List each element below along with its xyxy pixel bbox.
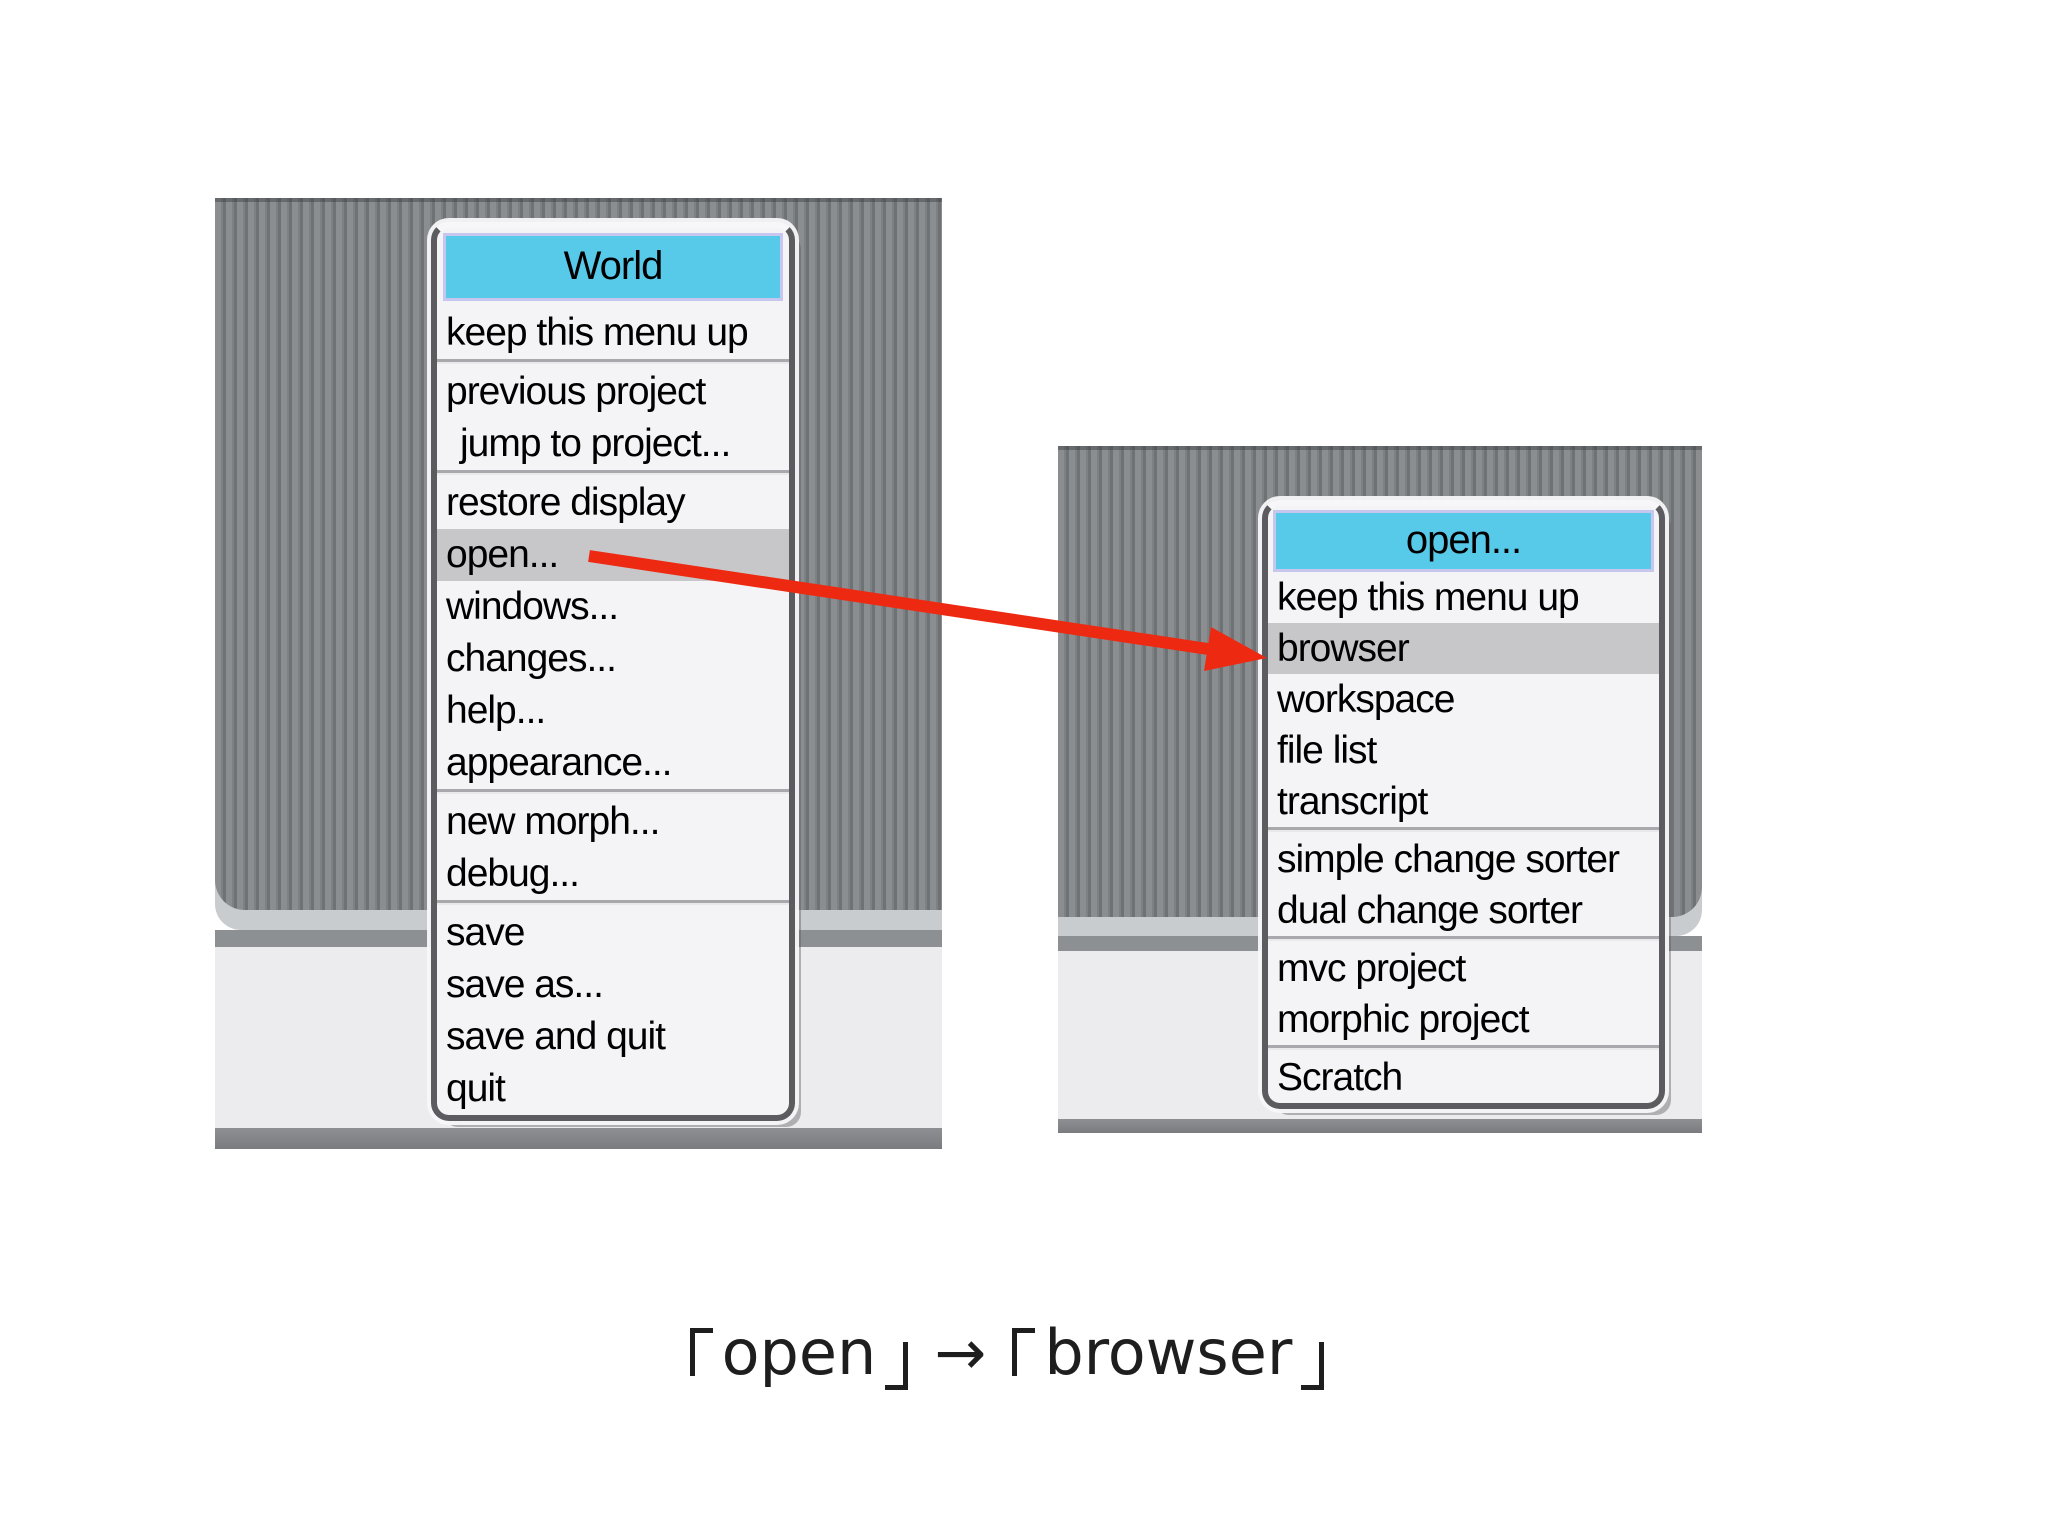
- menu-item-keep-this-menu-up[interactable]: keep this menu up: [446, 311, 749, 354]
- menu-item-save[interactable]: save: [446, 911, 525, 954]
- menu-divider: [1268, 936, 1659, 943]
- menu-item-transcript[interactable]: transcript: [1277, 780, 1428, 823]
- menu-divider: [437, 900, 789, 907]
- menu-divider: [1268, 1045, 1659, 1052]
- menu-item-scratch[interactable]: Scratch: [1277, 1056, 1403, 1099]
- caption-right-word: browser: [1044, 1316, 1293, 1389]
- desktop-bottom-bar: [215, 1128, 942, 1149]
- menu-item-file-list[interactable]: file list: [1277, 729, 1377, 772]
- desktop-bottom-bar: [1058, 1119, 1702, 1133]
- menu-item-save-as[interactable]: save as...: [446, 963, 604, 1006]
- menu-item-save-and-quit[interactable]: save and quit: [446, 1015, 666, 1058]
- world-menu-title-bar[interactable]: World: [443, 233, 783, 301]
- menu-item-appearance[interactable]: appearance...: [446, 741, 673, 784]
- caption-arrow-glyph: →: [934, 1316, 987, 1389]
- menu-divider: [1268, 827, 1659, 834]
- menu-items: keep this menu up previous project jump to…: [437, 307, 789, 1115]
- menu-item-mvc-project[interactable]: mvc project: [1277, 947, 1466, 990]
- menu-divider: [437, 470, 789, 477]
- menu-item-changes[interactable]: changes...: [446, 637, 617, 680]
- menu-item-help[interactable]: help...: [446, 689, 546, 732]
- corner-bracket-close-icon: [885, 1342, 909, 1390]
- menu-divider: [437, 359, 789, 366]
- menu-item-previous-project[interactable]: previous project: [446, 370, 706, 413]
- menu-item-new-morph[interactable]: new morph...: [446, 800, 660, 843]
- menu-divider: [437, 789, 789, 796]
- corner-bracket-close-icon: [1301, 1342, 1325, 1390]
- menu-item-jump-to-project[interactable]: jump to project...: [460, 422, 731, 465]
- menu-item-debug[interactable]: debug...: [446, 852, 580, 895]
- caption-left-word: open: [721, 1316, 877, 1389]
- menu-item-keep-this-menu-up[interactable]: keep this menu up: [1277, 576, 1580, 619]
- menu-item-morphic-project[interactable]: morphic project: [1277, 998, 1530, 1041]
- menu-item-restore-display[interactable]: restore display: [446, 481, 686, 524]
- open-menu-title-bar[interactable]: open...: [1273, 510, 1654, 572]
- corner-bracket-open-icon: [1012, 1328, 1036, 1376]
- world-menu: World keep this menu up previous project j…: [431, 222, 795, 1121]
- menu-item-quit[interactable]: quit: [446, 1067, 506, 1110]
- corner-bracket-open-icon: [689, 1328, 713, 1376]
- caption: open→browser: [0, 1322, 2031, 1390]
- menu-item-simple-change-sorter[interactable]: simple change sorter: [1277, 838, 1620, 881]
- menu-item-browser[interactable]: browser: [1268, 623, 1659, 674]
- menu-item-open[interactable]: open...: [437, 529, 789, 581]
- menu-item-windows[interactable]: windows...: [446, 585, 619, 628]
- menu-item-workspace[interactable]: workspace: [1277, 678, 1455, 721]
- menu-item-dual-change-sorter[interactable]: dual change sorter: [1277, 889, 1583, 932]
